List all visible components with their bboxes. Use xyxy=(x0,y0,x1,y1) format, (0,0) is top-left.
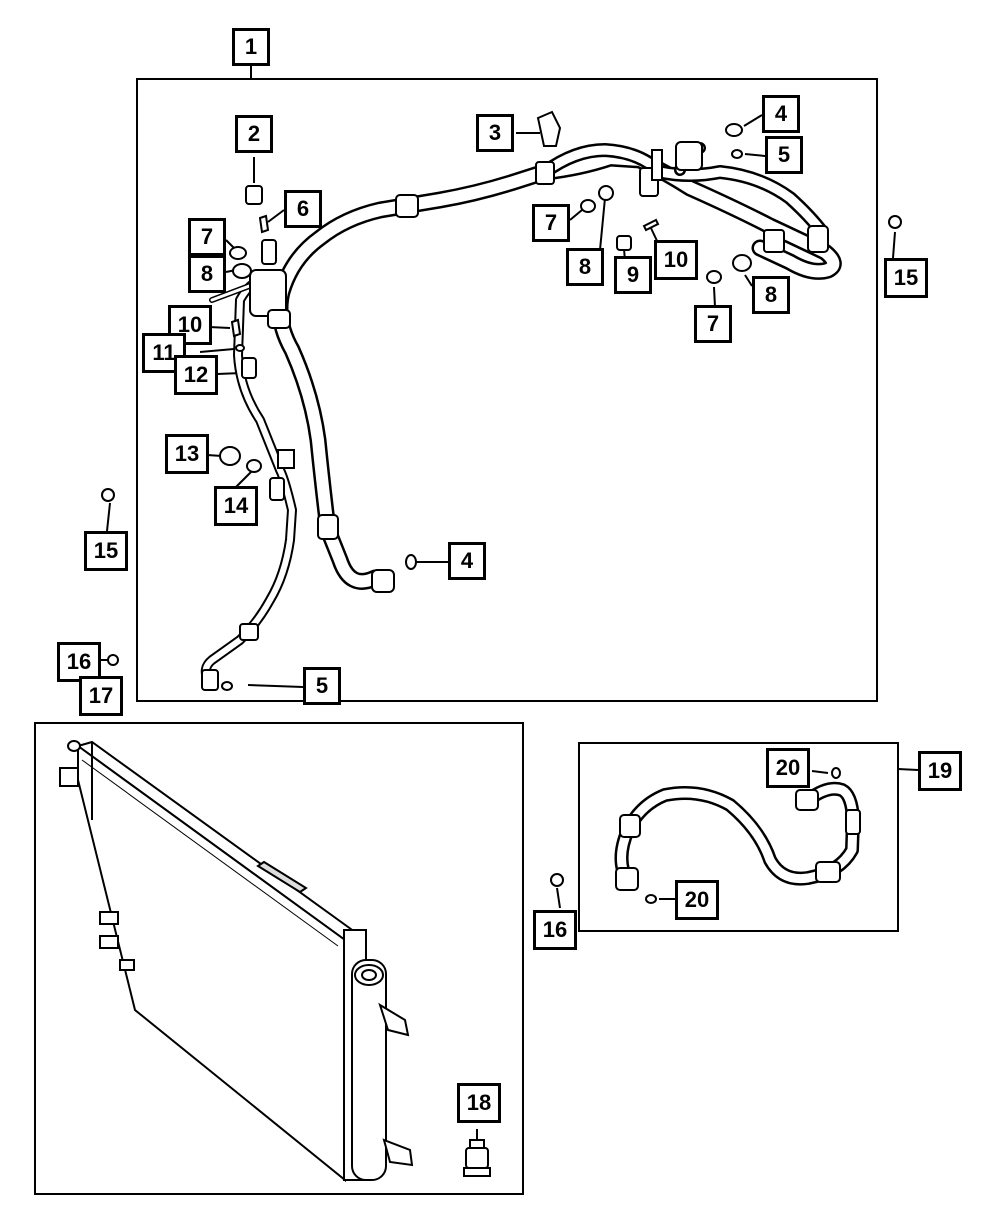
callout-1: 1 xyxy=(232,28,270,66)
part-16-nut-left xyxy=(107,654,119,666)
callout-10-left: 10 xyxy=(168,305,212,345)
part-18-plug xyxy=(463,1139,491,1177)
callout-20-bottom: 20 xyxy=(675,880,719,920)
part-5-oring-top xyxy=(731,149,743,159)
callout-9: 9 xyxy=(614,256,652,294)
callout-13: 13 xyxy=(165,434,209,474)
part-6-core xyxy=(258,214,270,234)
callout-10-right: 10 xyxy=(654,240,698,280)
part-9-cap xyxy=(616,235,632,251)
part-15-nut-right xyxy=(888,215,902,229)
part-12-switch xyxy=(241,357,257,379)
part-20-oring-bottom xyxy=(645,894,657,904)
part-13-cap xyxy=(219,446,241,466)
callout-8-left: 8 xyxy=(188,255,226,293)
callout-8-right-top: 8 xyxy=(566,248,604,286)
part-3-clip xyxy=(536,110,562,147)
callout-5-bottom: 5 xyxy=(303,667,341,705)
part-7-cap-right-top xyxy=(580,199,596,213)
callout-3: 3 xyxy=(476,114,514,152)
part-8-cap-left xyxy=(232,263,252,279)
part-15-nut-left xyxy=(101,488,115,502)
part-8-cap-right-top xyxy=(598,185,614,201)
callout-7-right-bottom: 7 xyxy=(694,305,732,343)
condenser-frame xyxy=(34,722,524,1195)
callout-7-left: 7 xyxy=(188,218,226,256)
part-4-oring-bottom xyxy=(405,554,417,570)
callout-7-right-top: 7 xyxy=(532,204,570,242)
callout-14: 14 xyxy=(214,486,258,526)
callout-4-top: 4 xyxy=(762,95,800,133)
callout-6: 6 xyxy=(284,190,322,228)
callout-4-bottom: 4 xyxy=(448,542,486,580)
part-7-cap-right-bottom xyxy=(706,270,722,284)
part-10-core-right xyxy=(642,218,660,232)
callout-15-right: 15 xyxy=(884,258,928,298)
part-16-nut-right xyxy=(550,873,564,887)
callout-16-left: 16 xyxy=(57,642,101,682)
hose-assembly-19 xyxy=(614,781,860,889)
part-10-core-left xyxy=(230,318,242,338)
callout-20-top: 20 xyxy=(766,748,810,788)
part-11-oring xyxy=(235,344,245,352)
assembly-1-frame xyxy=(136,78,878,702)
part-4-oring-top xyxy=(725,123,743,137)
hose-fittings xyxy=(201,141,829,691)
callout-12: 12 xyxy=(174,355,218,395)
condenser xyxy=(59,740,414,1183)
callout-5-top: 5 xyxy=(765,136,803,174)
part-14-cap xyxy=(246,459,262,473)
hose-19-fittings xyxy=(615,789,861,891)
part-7-cap-left xyxy=(229,246,247,260)
part-20-oring-top xyxy=(831,767,841,779)
callout-18: 18 xyxy=(457,1083,501,1123)
assembly-19-frame xyxy=(578,742,899,932)
callout-16-right: 16 xyxy=(533,910,577,950)
part-8-cap-right-bottom xyxy=(732,254,752,272)
part-2-valve xyxy=(245,185,263,205)
part-5-oring-bottom xyxy=(221,681,233,691)
callout-2: 2 xyxy=(235,115,273,153)
small-parts xyxy=(101,110,902,904)
leader-lines xyxy=(99,66,919,1143)
callout-19: 19 xyxy=(918,751,962,791)
callout-8-right-bottom: 8 xyxy=(752,276,790,314)
callout-17: 17 xyxy=(79,676,123,716)
callout-15-left: 15 xyxy=(84,531,128,571)
